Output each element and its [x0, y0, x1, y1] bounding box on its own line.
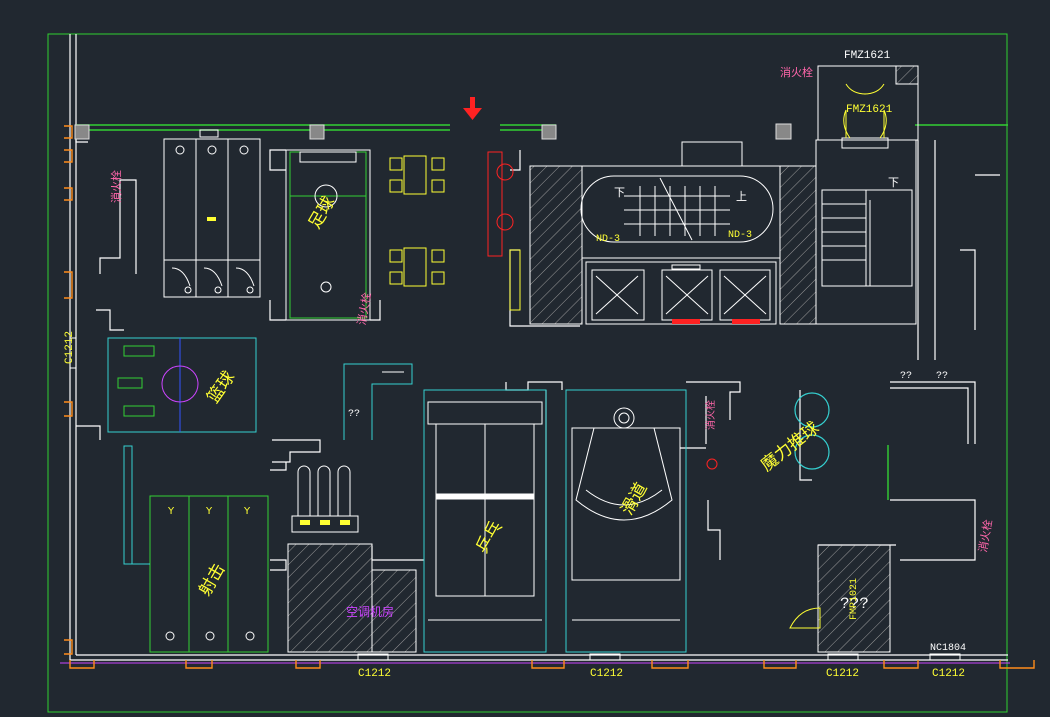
stair-up-label: 上	[736, 190, 747, 203]
window-code-4: C1212	[932, 668, 965, 680]
room-label-football: 足球	[305, 193, 339, 232]
stair-down-label: 下	[614, 186, 625, 199]
room-label-pusher: 魔力推球	[757, 418, 823, 476]
nc-code-label: NC1804	[930, 643, 966, 654]
svg-text:Y: Y	[167, 506, 175, 517]
ac-unit-marks	[300, 520, 350, 525]
hydrant-label-top: 消火栓	[780, 65, 813, 79]
basketball-room	[107, 337, 257, 433]
hydrant-label-left: 消火栓	[109, 170, 123, 203]
fmp-door	[789, 607, 821, 629]
nd3-left-label: ND-3	[596, 234, 620, 245]
hydrant-cabinet	[487, 151, 514, 257]
hydrant-label-right: 消火栓	[975, 518, 995, 553]
hydrant-label-mid: 消火栓	[354, 291, 374, 326]
window-code-2: C1212	[590, 668, 623, 680]
room-label-unknown: ???	[840, 595, 869, 613]
svg-text:Y: Y	[205, 506, 213, 517]
football-room	[285, 149, 371, 321]
drawing-frame	[47, 33, 1008, 713]
columns	[74, 123, 792, 140]
seating-groups	[389, 155, 445, 287]
table-tennis-room	[423, 389, 547, 653]
svg-text:Y: Y	[243, 506, 251, 517]
room-label-archery: 射击	[195, 560, 229, 599]
elevator-bank	[585, 261, 777, 325]
room-q-label-mid: ??	[900, 371, 912, 382]
fire-door-label-bottom: FMP1021	[849, 578, 860, 620]
bowling-room	[565, 389, 687, 653]
store-room-label: ??	[348, 409, 360, 420]
store-room	[343, 363, 413, 440]
room-label-basketball: 篮球	[203, 368, 239, 407]
fire-door-swing	[843, 83, 887, 139]
hatched-walls	[287, 165, 891, 653]
hydrant-label-pusher: 消火栓	[704, 400, 717, 430]
fire-door-label-inner: FMZ1621	[846, 104, 893, 116]
fire-door-label-top: FMZ1621	[844, 50, 891, 62]
archery-targets	[165, 631, 255, 641]
right-stair	[815, 65, 919, 325]
locker-label-mark	[207, 217, 216, 221]
archery-room	[123, 445, 269, 653]
window-openings	[69, 337, 961, 661]
window-markers	[64, 125, 1035, 669]
elevator-doors	[672, 319, 760, 324]
central-stair	[580, 141, 781, 259]
room-label-ac: 空调机房	[346, 604, 394, 619]
hydrant-cabinet-frame	[509, 249, 521, 311]
window-code-1: C1212	[358, 668, 391, 680]
locker-room	[163, 129, 261, 298]
pusher-machines	[794, 392, 830, 470]
room-label-table-tennis: 乒乓	[472, 518, 506, 557]
entrance-arrow-icon	[463, 97, 482, 120]
room-q-label-right: ??	[936, 371, 948, 382]
window-code-left: C1212	[64, 331, 76, 364]
pusher-red-marker	[706, 458, 718, 470]
stair-down-label-right: 下	[888, 176, 899, 189]
ac-units	[291, 465, 359, 533]
nd3-right-label: ND-3	[728, 230, 752, 241]
window-code-3: C1212	[826, 668, 859, 680]
